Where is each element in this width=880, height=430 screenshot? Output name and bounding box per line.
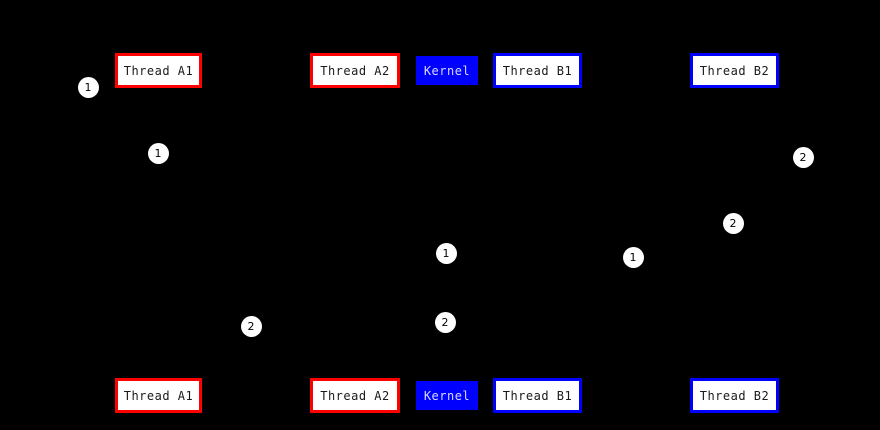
step-marker-number: 2 <box>799 150 807 164</box>
step-marker-1: 1 <box>622 246 644 268</box>
msg-b2-to-b1 <box>537 290 734 291</box>
participant-label: Thread B1 <box>502 63 573 78</box>
participant-thread-b2-foot[interactable]: Thread B2 <box>690 378 779 413</box>
msg-kernel-to-b1 <box>447 222 537 223</box>
step-marker-2: 2 <box>434 311 456 333</box>
msg-a2-to-a1 <box>158 355 355 356</box>
participant-label: Thread A1 <box>123 63 194 78</box>
step-marker-2: 2 <box>792 146 814 168</box>
step-marker-number: 1 <box>154 146 162 160</box>
participant-thread-a1[interactable]: Thread A1 <box>115 53 202 88</box>
participant-label: Thread B2 <box>699 388 770 403</box>
participant-label: Thread A2 <box>320 63 390 78</box>
step-marker-2: 2 <box>240 315 262 337</box>
step-marker-number: 1 <box>629 250 637 264</box>
step-marker-number: 2 <box>441 315 449 329</box>
participant-thread-a1-foot[interactable]: Thread A1 <box>115 378 202 413</box>
msg-a1-to-a2 <box>158 120 355 121</box>
lifeline-thread-a2 <box>355 88 356 378</box>
step-marker-1: 1 <box>435 242 457 264</box>
msg-b1-to-kernel <box>447 290 537 291</box>
participant-thread-a2[interactable]: Thread A2 <box>310 53 400 88</box>
step-marker-2: 2 <box>722 212 744 234</box>
step-marker-number: 1 <box>84 80 92 94</box>
msg-b1-to-b2 <box>537 190 734 191</box>
lifeline-kernel <box>447 85 448 381</box>
participant-label: Thread B1 <box>502 388 573 403</box>
step-marker-number: 1 <box>442 246 450 260</box>
step-marker-number: 2 <box>729 216 737 230</box>
participant-thread-a2-foot[interactable]: Thread A2 <box>310 378 400 413</box>
participant-label: Kernel <box>423 63 471 78</box>
participant-label: Thread B2 <box>699 63 770 78</box>
participant-kernel[interactable]: Kernel <box>416 56 478 85</box>
participant-thread-b2[interactable]: Thread B2 <box>690 53 779 88</box>
participant-thread-b1-foot[interactable]: Thread B1 <box>493 378 582 413</box>
lifeline-thread-a1 <box>158 88 159 378</box>
participant-label: Kernel <box>423 388 471 403</box>
step-marker-1: 1 <box>147 142 169 164</box>
msg-kernel-to-a2 <box>355 355 447 356</box>
msg-a2-to-kernel <box>355 186 447 187</box>
step-marker-1: 1 <box>77 76 99 98</box>
participant-kernel-foot[interactable]: Kernel <box>416 381 478 410</box>
participant-label: Thread A2 <box>320 388 390 403</box>
participant-thread-b1[interactable]: Thread B1 <box>493 53 582 88</box>
step-marker-number: 2 <box>247 319 255 333</box>
participant-label: Thread A1 <box>123 388 194 403</box>
lifeline-thread-b1 <box>537 88 538 378</box>
